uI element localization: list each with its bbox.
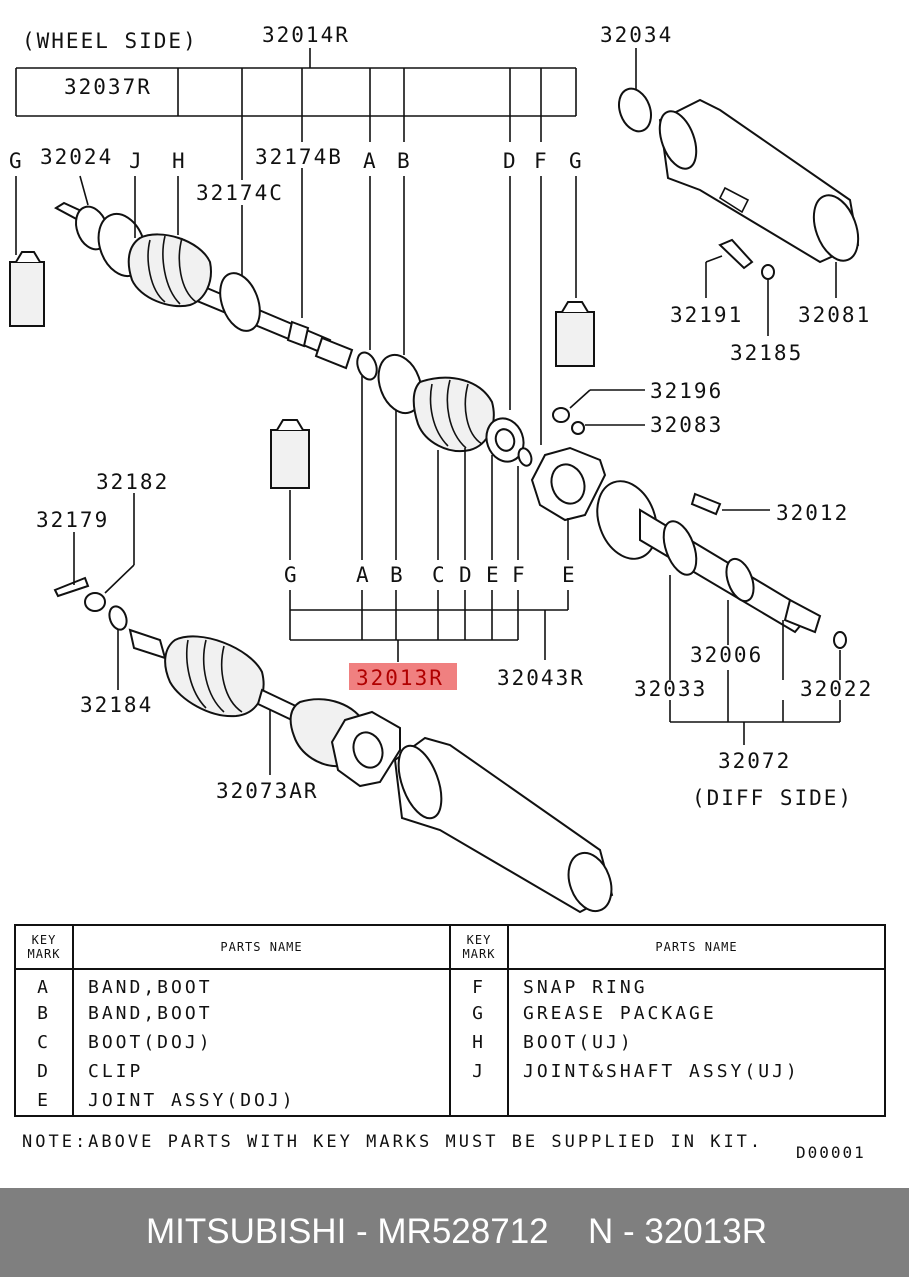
label-32043R: 32043R	[497, 666, 585, 690]
top-drive-shaft	[9, 201, 607, 522]
footer-brand-part-number: MITSUBISHI - MR528712	[146, 1212, 549, 1251]
table-row: C BOOT(DOJ) H BOOT(UJ)	[14, 1028, 886, 1057]
footer-bar	[0, 1188, 909, 1277]
key-mark-cell: C	[14, 1028, 74, 1057]
parts-name-cell: BAND,BOOT	[72, 969, 451, 999]
mark-bottom-b: B	[390, 563, 405, 587]
parts-name-cell: BOOT(DOJ)	[72, 1028, 451, 1057]
parts-key-table: KEY MARK PARTS NAME KEY MARK PARTS NAME …	[14, 924, 886, 1117]
mark-bottom-g: G	[284, 563, 299, 587]
parts-name-cell: BOOT(UJ)	[507, 1028, 886, 1057]
header-parts-name-right: PARTS NAME	[507, 924, 886, 970]
label-32184: 32184	[80, 693, 153, 717]
label-32013R: 32013R	[356, 666, 444, 690]
label-32083: 32083	[650, 413, 723, 437]
mark-bottom-c: C	[432, 563, 447, 587]
footer-reference: N - 32013R	[588, 1212, 767, 1251]
label-32179: 32179	[36, 508, 109, 532]
parts-name-cell: BAND,BOOT	[72, 999, 451, 1028]
label-32034: 32034	[600, 23, 673, 47]
key-mark-cell	[449, 1086, 509, 1117]
header-parts-name-left: PARTS NAME	[72, 924, 451, 970]
bottom-drive-shaft	[53, 576, 614, 914]
label-32196: 32196	[650, 379, 723, 403]
diagram-labels: (WHEEL SIDE) 32014R 32037R 32024 32174B …	[9, 23, 873, 810]
label-32174C: 32174C	[196, 181, 284, 205]
key-mark-cell: G	[449, 999, 509, 1028]
highlight-box	[349, 663, 457, 690]
parts-name-cell: JOINT ASSY(DOJ)	[72, 1086, 451, 1117]
label-32182: 32182	[96, 470, 169, 494]
label-32012: 32012	[776, 501, 849, 525]
table-row: D CLIP J JOINT&SHAFT ASSY(UJ)	[14, 1057, 886, 1086]
table-row: B BAND,BOOT G GREASE PACKAGE	[14, 999, 886, 1028]
parts-name-cell: SNAP RING	[507, 969, 886, 999]
label-32024: 32024	[40, 145, 113, 169]
label-32073AR: 32073AR	[216, 779, 319, 803]
kit-note: NOTE:ABOVE PARTS WITH KEY MARKS MUST BE …	[22, 1132, 764, 1152]
key-mark-cell: A	[14, 969, 74, 999]
mark-bottom-d: D	[459, 563, 474, 587]
mark-top-a: A	[363, 149, 378, 173]
mark-bottom-f: F	[512, 563, 527, 587]
key-mark-cell: D	[14, 1057, 74, 1086]
key-mark-cell: H	[449, 1028, 509, 1057]
table-row: A BAND,BOOT F SNAP RING	[14, 969, 886, 999]
wheel-side-label: (WHEEL SIDE)	[22, 29, 198, 53]
table-row: E JOINT ASSY(DOJ)	[14, 1086, 886, 1117]
key-mark-cell: B	[14, 999, 74, 1028]
parts-name-cell: JOINT&SHAFT ASSY(UJ)	[507, 1057, 886, 1086]
label-32072: 32072	[718, 749, 791, 773]
mark-top-g1: G	[9, 149, 24, 173]
label-32174B: 32174B	[255, 145, 343, 169]
parts-name-cell	[507, 1086, 886, 1117]
mark-bottom-e2: E	[562, 563, 577, 587]
diff-side-label: (DIFF SIDE)	[692, 786, 853, 810]
header-key-mark-left: KEY MARK	[14, 924, 74, 970]
key-mark-cell: J	[449, 1057, 509, 1086]
mark-top-j: J	[129, 149, 144, 173]
diff-side-assembly	[596, 87, 860, 649]
mark-top-h: H	[172, 149, 187, 173]
label-32006: 32006	[690, 643, 763, 667]
mark-top-b: B	[397, 149, 412, 173]
key-mark-cell: E	[14, 1086, 74, 1117]
mark-bottom-a: A	[356, 563, 371, 587]
mark-bottom-e1: E	[486, 563, 501, 587]
label-32033: 32033	[634, 677, 707, 701]
label-32037R: 32037R	[64, 75, 152, 99]
table-header-row: KEY MARK PARTS NAME KEY MARK PARTS NAME	[14, 924, 886, 970]
mark-top-d: D	[503, 149, 518, 173]
leader-lines	[15, 48, 841, 775]
exploded-parts-diagram: (WHEEL SIDE) 32014R 32037R 32024 32174B …	[9, 23, 873, 914]
header-key-mark-right: KEY MARK	[449, 924, 509, 970]
label-32191: 32191	[670, 303, 743, 327]
label-32185: 32185	[730, 341, 803, 365]
mark-top-f: F	[534, 149, 549, 173]
label-32022: 32022	[800, 677, 873, 701]
label-32081: 32081	[798, 303, 871, 327]
parts-name-cell: CLIP	[72, 1057, 451, 1086]
label-32014R: 32014R	[262, 23, 350, 47]
mark-top-g2: G	[569, 149, 584, 173]
drawing-code: D00001	[796, 1143, 866, 1162]
key-mark-cell: F	[449, 969, 509, 999]
parts-name-cell: GREASE PACKAGE	[507, 999, 886, 1028]
